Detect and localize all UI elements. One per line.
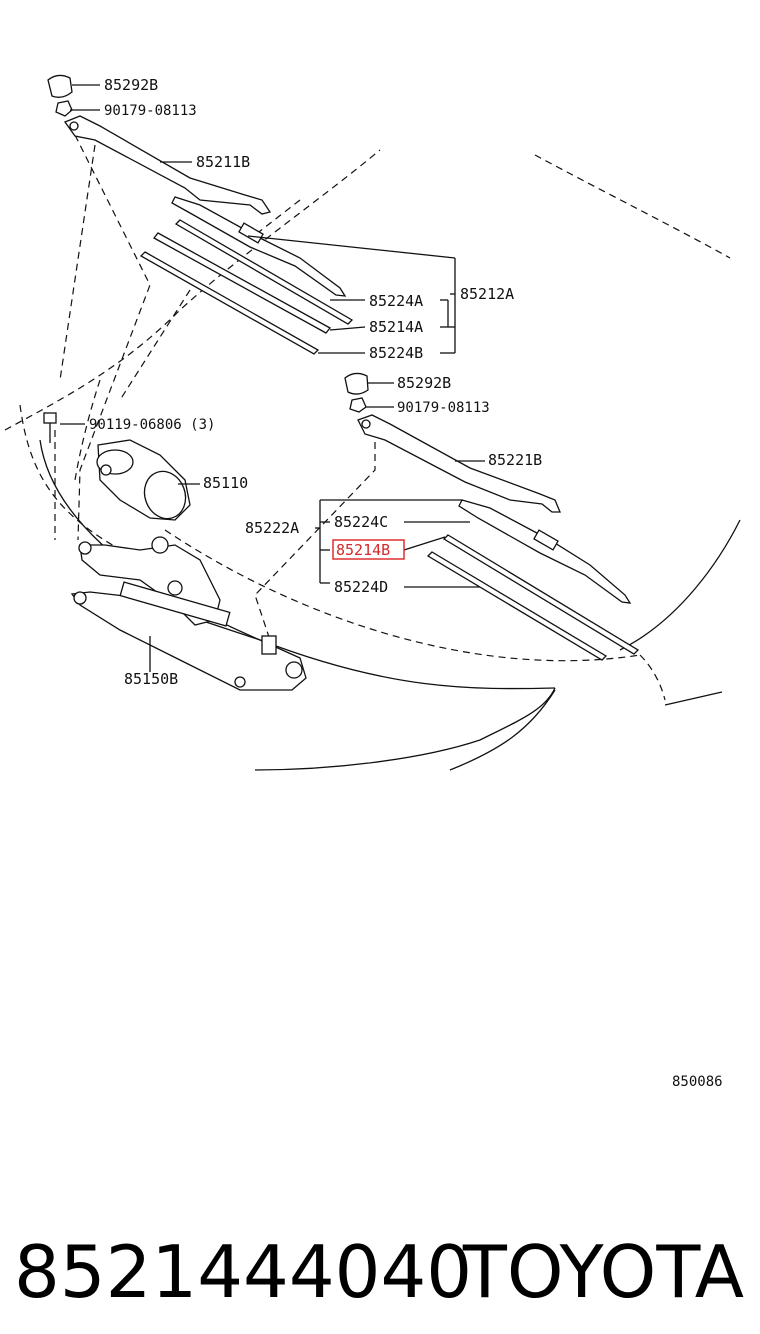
label-rubber-top-left: 85224A xyxy=(369,292,423,310)
left-rubber-top-icon xyxy=(174,219,354,325)
left-arm-icon xyxy=(63,115,272,215)
right-arm-icon xyxy=(357,414,561,513)
label-arm-right: 85221B xyxy=(488,451,542,469)
assembly-dashed-lines xyxy=(54,134,376,641)
right-nut-icon xyxy=(349,397,367,413)
label-motor: 85110 xyxy=(203,474,248,492)
label-rubber-bottom-right: 85224D xyxy=(334,578,388,596)
left-refill-icon xyxy=(153,232,331,334)
bolt-icon xyxy=(43,412,57,443)
right-blade-icon xyxy=(458,499,632,604)
label-cap-right: 85292B xyxy=(397,374,451,392)
left-blade-icon xyxy=(171,196,347,297)
label-rubber-bottom-left: 85224B xyxy=(369,344,423,362)
car-body-outline xyxy=(4,149,741,771)
label-cap-left: 85292B xyxy=(104,76,158,94)
label-nut-right: 90179-08113 xyxy=(397,400,490,416)
wiper-motor-icon xyxy=(96,439,191,521)
label-bolt: 90119-06806 (3) xyxy=(89,417,215,433)
label-refill-left: 85214A xyxy=(369,318,423,336)
label-blade-right: 85222A xyxy=(245,519,299,537)
left-rubber-bottom-icon xyxy=(139,251,320,355)
leader-lines xyxy=(60,84,485,672)
left-cap-icon xyxy=(47,74,73,98)
label-refill-right: 85214B xyxy=(336,541,390,559)
part-number: 8521444040 xyxy=(14,1230,473,1314)
label-rubber-top-right: 85224C xyxy=(334,513,388,531)
label-blade-left: 85212A xyxy=(460,285,514,303)
label-arm-left: 85211B xyxy=(196,153,250,171)
brand-name: TOYOTA xyxy=(462,1230,744,1314)
wiper-linkage-icon xyxy=(70,536,307,691)
right-cap-icon xyxy=(344,372,369,395)
label-link: 85150B xyxy=(124,670,178,688)
right-rubber-bottom-icon xyxy=(426,551,608,661)
figure-code: 850086 xyxy=(672,1074,723,1090)
label-nut-left: 90179-08113 xyxy=(104,103,197,119)
left-nut-icon xyxy=(55,100,73,117)
right-refill-icon xyxy=(442,534,640,655)
highlight-box xyxy=(332,539,405,560)
